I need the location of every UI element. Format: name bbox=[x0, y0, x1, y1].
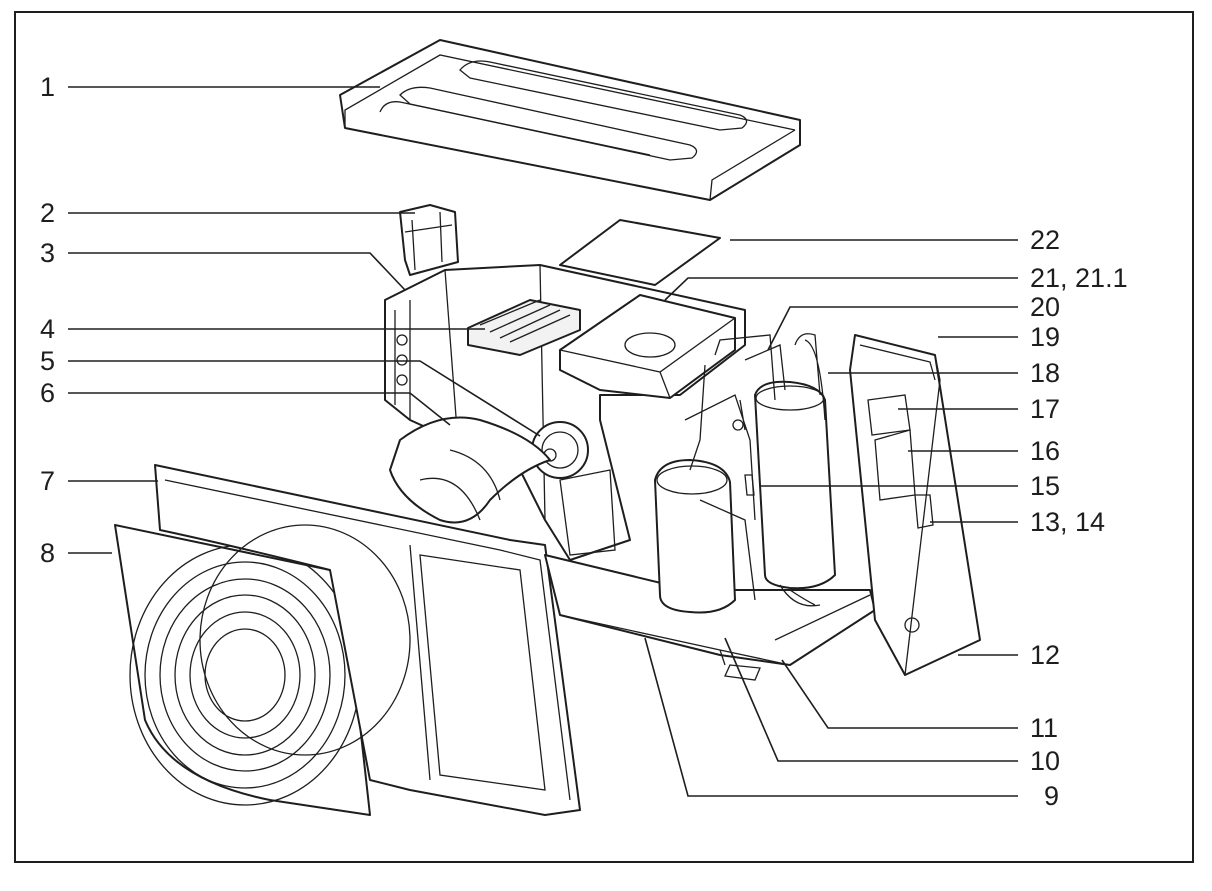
control-box-cover bbox=[559, 219, 721, 286]
callout-11: 11 bbox=[1030, 713, 1059, 743]
callout-2: 2 bbox=[40, 198, 56, 228]
callout-9: 9 bbox=[1044, 781, 1060, 811]
callout-1: 1 bbox=[40, 72, 56, 102]
callout-15: 15 bbox=[1030, 471, 1061, 501]
diagram-frame bbox=[14, 11, 1194, 863]
callout-16: 16 bbox=[1030, 436, 1061, 466]
callout-7: 7 bbox=[40, 466, 56, 496]
callout-5: 5 bbox=[40, 346, 56, 376]
accumulator bbox=[754, 380, 836, 590]
leader-lines bbox=[68, 86, 1018, 797]
compressor bbox=[654, 459, 756, 614]
callout-18: 18 bbox=[1030, 358, 1061, 388]
front-panel bbox=[154, 464, 581, 816]
callout-4: 4 bbox=[40, 314, 56, 344]
callout-13-14: 13, 14 bbox=[1030, 507, 1106, 537]
fan-blade bbox=[389, 416, 551, 524]
callout-21: 21, 21.1 bbox=[1030, 263, 1128, 293]
callout-8: 8 bbox=[40, 538, 56, 568]
side-panel bbox=[849, 334, 981, 676]
callout-6: 6 bbox=[40, 378, 56, 408]
callout-19: 19 bbox=[1030, 322, 1061, 352]
callout-17: 17 bbox=[1030, 394, 1061, 424]
callout-12: 12 bbox=[1030, 640, 1061, 670]
callout-22: 22 bbox=[1030, 225, 1061, 255]
terminal-block bbox=[467, 299, 581, 356]
callout-10: 10 bbox=[1030, 746, 1061, 776]
top-cover bbox=[339, 39, 801, 201]
control-box bbox=[559, 294, 736, 399]
rear-pillar bbox=[399, 204, 459, 276]
refrigerant-piping bbox=[684, 333, 826, 607]
callout-3: 3 bbox=[40, 238, 56, 268]
callout-20: 20 bbox=[1030, 292, 1061, 322]
